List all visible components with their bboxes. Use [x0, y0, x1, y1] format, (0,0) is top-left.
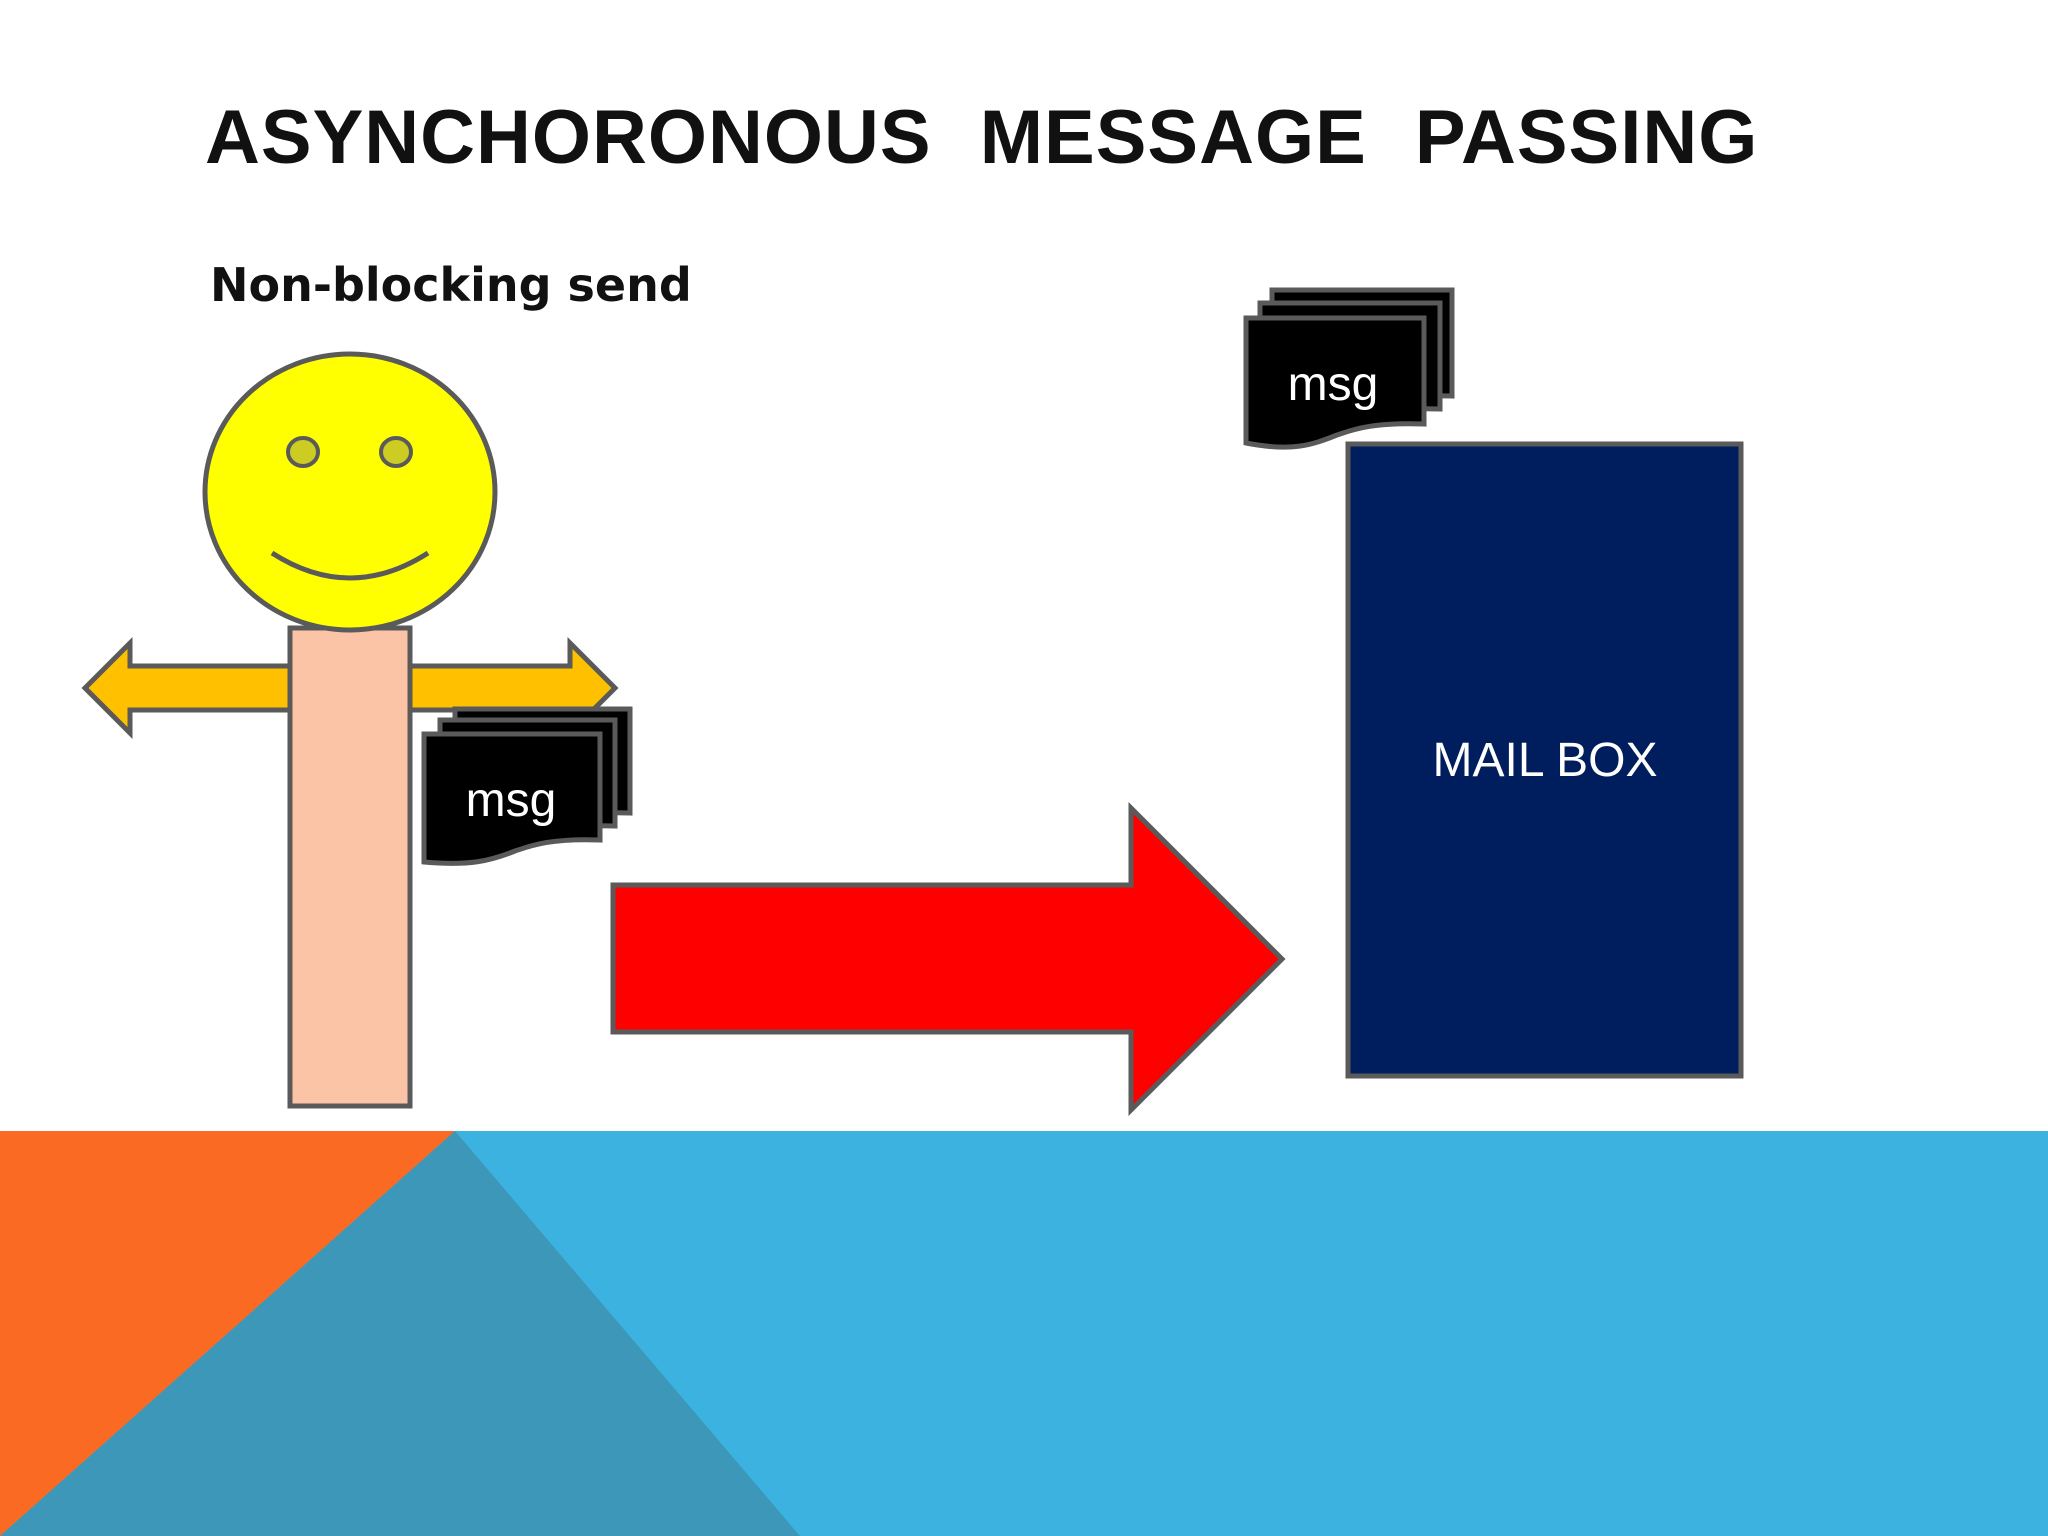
mailbox-message-stack: msg	[1243, 287, 1455, 450]
left-eye	[286, 436, 320, 468]
sender-message-stack: msg	[421, 706, 633, 866]
mailbox-label: MAIL BOX	[1433, 734, 1658, 787]
sender-face	[202, 351, 498, 633]
message-sheet-front	[421, 731, 603, 866]
mailbox-message-label: msg	[1288, 358, 1379, 411]
message-sheet-front	[1243, 315, 1427, 450]
send-arrow-icon	[610, 801, 1286, 1117]
mailbox-box	[1345, 441, 1744, 1079]
mailbox: MAIL BOX	[1345, 441, 1744, 1079]
slide-subtitle: Non-blocking send	[210, 258, 692, 312]
smile	[270, 550, 430, 581]
footer-teal-triangle	[0, 1131, 800, 1536]
right-eye	[379, 436, 413, 468]
sender-message-label: msg	[466, 774, 557, 827]
face-head	[202, 351, 498, 633]
sender-body	[287, 625, 413, 1109]
slide-title: ASYNCHORONOUS MESSAGE PASSING	[205, 95, 1759, 180]
